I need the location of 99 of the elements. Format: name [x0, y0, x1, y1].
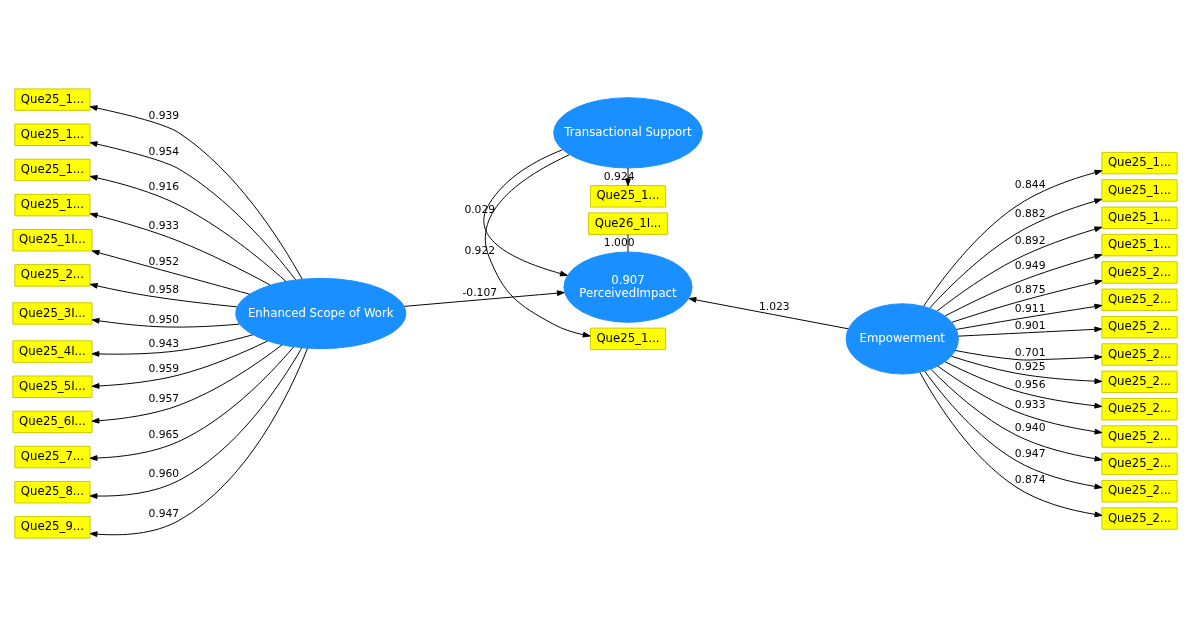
arrow [89, 104, 303, 279]
node-box: Que25_1... [589, 327, 667, 350]
edge-label: 0.949 [1014, 258, 1046, 272]
node-box: Que25_9... [14, 515, 91, 539]
arrow [89, 346, 303, 499]
node-ellipse: Transactional Support [553, 96, 703, 168]
node-box: Que25_2... [1101, 315, 1178, 338]
edge-label: 0.956 [1014, 377, 1046, 391]
node-box: Que25_2... [14, 263, 91, 287]
node-box: Que25_6I... [12, 410, 93, 433]
edge-label: 0.844 [1014, 177, 1046, 191]
arrow [89, 282, 238, 307]
arrow [403, 289, 565, 307]
edge-label: 0.924 [603, 169, 635, 183]
arrow [89, 212, 271, 285]
arrow [954, 349, 1103, 360]
arrow [951, 279, 1103, 323]
edge-label: 0.925 [1014, 359, 1046, 373]
edge-label: 0.922 [464, 243, 496, 257]
node-ellipse: 0.907 PerceivedImpact [563, 251, 693, 323]
node-box: Que25_7... [14, 445, 91, 468]
node-box: Que25_2... [1101, 424, 1178, 448]
arrow [89, 347, 308, 537]
node-box: Que25_3I... [12, 301, 93, 325]
node-box: Que25_1... [14, 123, 91, 146]
arrow [930, 368, 1103, 462]
node-box: Que25_2... [1101, 452, 1178, 475]
edge-label: 0.029 [464, 202, 496, 216]
edge-label: 0.957 [148, 391, 180, 405]
node-box: Que25_1... [1101, 233, 1178, 256]
edge-label: 0.952 [148, 254, 180, 268]
edge-label: 0.958 [148, 282, 180, 296]
edge-label: 0.943 [148, 336, 180, 350]
node-ellipse: Enhanced Scope of Work [235, 277, 407, 349]
edge-label: 0.882 [1014, 206, 1046, 220]
arrow [91, 317, 240, 328]
node-box: Que25_1... [1101, 178, 1178, 202]
node-box: Que25_2... [1101, 288, 1178, 311]
node-box: Que25_8... [14, 480, 91, 503]
node-box: Que25_2... [1101, 260, 1178, 284]
node-box: Que25_4I... [12, 339, 93, 363]
node-box: Que25_5I... [12, 375, 93, 398]
edge-label: 0.954 [148, 144, 180, 158]
edge-label: 1.023 [758, 299, 790, 313]
node-box: Que25_2... [1101, 506, 1178, 530]
arrow [91, 343, 283, 424]
arrow [924, 370, 1103, 489]
arrow [957, 325, 1103, 337]
arrow [625, 167, 631, 186]
node-box: Que25_1... [589, 184, 667, 208]
arrow [484, 153, 591, 338]
arrow [950, 355, 1103, 384]
arrow [89, 345, 295, 461]
edge-label: 0.960 [148, 466, 180, 480]
edge-label: 0.892 [1014, 233, 1046, 247]
arrow [483, 148, 568, 276]
node-box: Que25_1... [1101, 151, 1178, 174]
edge-label: 0.959 [148, 361, 180, 375]
edge-label: 0.701 [1014, 345, 1046, 359]
arrow [688, 296, 849, 329]
edge-label: 0.950 [148, 312, 180, 326]
arrow [91, 249, 250, 295]
edge-label: 0.933 [1014, 397, 1046, 411]
edge-label: 0.947 [148, 506, 180, 520]
edge-label: 0.911 [1014, 301, 1046, 315]
arrow [91, 340, 268, 389]
node-box: Que25_2... [1101, 397, 1178, 420]
node-box: Que25_2... [1101, 342, 1178, 366]
arrow [937, 365, 1103, 434]
node-box: Que26_1I... [587, 211, 669, 235]
edge-label: 0.875 [1014, 282, 1046, 296]
arrow [944, 253, 1103, 316]
edge-label: 1.000 [603, 235, 635, 249]
edge-label: 0.874 [1014, 472, 1046, 486]
node-box: Que25_1... [1101, 206, 1178, 229]
edge-label: 0.933 [148, 218, 180, 232]
arrow [944, 360, 1103, 409]
node-box: Que25_1... [14, 87, 91, 111]
edge-label: 0.939 [148, 108, 180, 122]
edge-label: 0.916 [148, 179, 180, 193]
arrow [955, 303, 1103, 330]
arrow [929, 197, 1103, 308]
arrow [91, 333, 254, 357]
edge-label: 0.901 [1014, 318, 1046, 332]
arrow [89, 174, 287, 282]
node-box: Que25_1I... [12, 228, 93, 251]
node-box: Que25_1... [14, 193, 91, 216]
arrow [936, 225, 1103, 312]
edge-label: -0.107 [462, 285, 498, 299]
node-box: Que25_2... [1101, 479, 1178, 502]
edge-label: 0.940 [1014, 420, 1046, 434]
arrow [919, 371, 1103, 517]
arrow [923, 169, 1103, 307]
edge-label: 0.947 [1014, 446, 1046, 460]
edge-label: 0.965 [148, 427, 180, 441]
node-ellipse: Empowerment [845, 302, 959, 375]
node-box: Que25_1... [14, 158, 91, 181]
arrow [89, 140, 297, 280]
node-box: Que25_2... [1101, 370, 1178, 393]
